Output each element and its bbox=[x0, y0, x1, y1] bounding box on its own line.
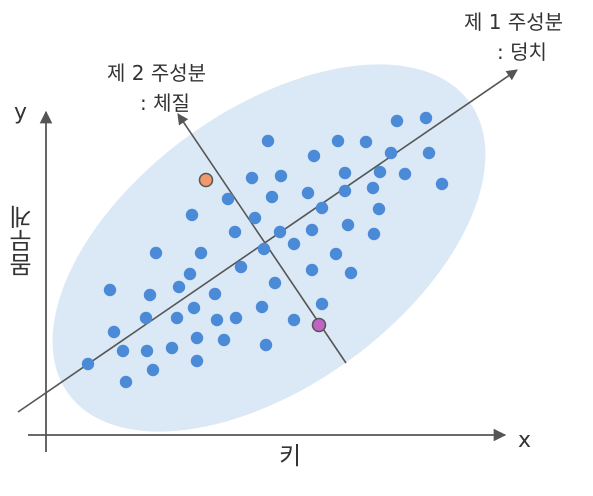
data-point bbox=[119, 375, 133, 389]
data-point bbox=[229, 311, 243, 325]
data-point bbox=[398, 167, 412, 181]
data-point bbox=[228, 225, 242, 239]
data-point bbox=[255, 300, 269, 314]
data-point bbox=[259, 338, 273, 352]
data-point bbox=[329, 247, 343, 261]
pc1-title: 제 1 주성분 bbox=[464, 10, 564, 34]
data-point bbox=[245, 171, 259, 185]
data-point bbox=[419, 111, 433, 125]
data-point bbox=[341, 218, 355, 232]
data-point bbox=[373, 165, 387, 179]
x-axis-title: 키 bbox=[279, 442, 302, 470]
data-point bbox=[103, 283, 117, 297]
data-point bbox=[190, 331, 204, 345]
pc1-axis-arrow bbox=[17, 69, 518, 413]
data-point bbox=[172, 280, 186, 294]
data-point bbox=[257, 242, 271, 256]
data-point bbox=[315, 201, 329, 215]
data-point bbox=[194, 246, 208, 260]
data-point bbox=[384, 146, 398, 160]
data-point bbox=[149, 246, 163, 260]
y-axis-title: 몸무게 bbox=[9, 205, 37, 277]
pc1-subtitle: : 덩치 bbox=[497, 40, 547, 64]
data-point bbox=[248, 211, 262, 225]
data-point bbox=[366, 181, 380, 195]
data-point bbox=[210, 313, 224, 327]
data-point bbox=[287, 237, 301, 251]
data-point bbox=[185, 208, 199, 222]
data-point bbox=[139, 311, 153, 325]
data-spread-ellipse bbox=[52, 64, 486, 432]
data-point bbox=[274, 169, 288, 183]
data-point bbox=[338, 184, 352, 198]
data-point bbox=[307, 149, 321, 163]
data-point bbox=[344, 266, 358, 280]
data-point bbox=[107, 325, 121, 339]
data-point bbox=[261, 134, 275, 148]
data-point bbox=[315, 297, 329, 311]
data-point bbox=[221, 192, 235, 206]
data-point bbox=[190, 354, 204, 368]
data-point bbox=[359, 135, 373, 149]
data-point bbox=[165, 341, 179, 355]
data-point bbox=[305, 223, 319, 237]
highlight-point-purple bbox=[311, 317, 327, 333]
data-point bbox=[146, 363, 160, 377]
data-point bbox=[183, 267, 197, 281]
data-point bbox=[435, 177, 449, 191]
data-point bbox=[338, 166, 352, 180]
data-point bbox=[217, 333, 231, 347]
data-point bbox=[140, 344, 154, 358]
data-point bbox=[170, 311, 184, 325]
pc2-subtitle: : 체질 bbox=[140, 91, 190, 115]
data-point bbox=[331, 134, 345, 148]
data-point bbox=[234, 260, 248, 274]
data-point bbox=[305, 263, 319, 277]
data-point bbox=[390, 114, 404, 128]
data-points bbox=[81, 111, 449, 389]
data-point bbox=[268, 276, 282, 290]
data-point bbox=[116, 344, 130, 358]
data-point bbox=[422, 146, 436, 160]
data-point bbox=[81, 357, 95, 371]
data-point bbox=[287, 313, 301, 327]
data-point bbox=[143, 288, 157, 302]
data-point bbox=[372, 202, 386, 216]
highlight-point-orange bbox=[198, 172, 214, 188]
data-point bbox=[265, 190, 279, 204]
data-point bbox=[367, 227, 381, 241]
pc2-title: 제 2 주성분 bbox=[107, 61, 207, 85]
data-point bbox=[301, 186, 315, 200]
data-point bbox=[273, 225, 287, 239]
data-point bbox=[208, 287, 222, 301]
x-axis-letter: x bbox=[518, 428, 532, 453]
data-point bbox=[187, 301, 201, 315]
y-axis-letter: y bbox=[14, 100, 28, 125]
